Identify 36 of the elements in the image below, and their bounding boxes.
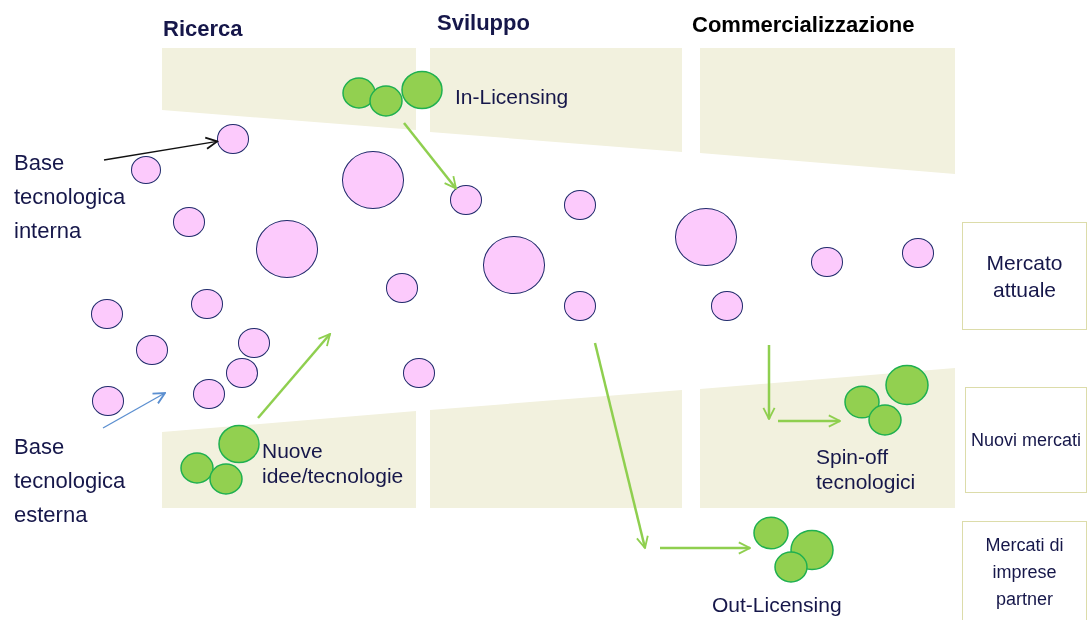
bubble: [711, 291, 743, 321]
bubble: [403, 358, 435, 388]
bubble: [173, 207, 205, 237]
bubble: [136, 335, 168, 365]
bubble: [226, 358, 258, 388]
bubble: [131, 156, 161, 184]
bubble: [191, 289, 223, 319]
arrow: [102, 392, 166, 429]
bubble: [92, 386, 124, 416]
arrow: [103, 136, 219, 161]
bubble: [238, 328, 270, 358]
market-box: Mercato attuale: [962, 222, 1087, 330]
side-label: Base tecnologica interna: [14, 146, 132, 248]
node-label: Spin-off tecnologici: [816, 444, 917, 494]
bubble: [91, 299, 123, 329]
stage-heading: Sviluppo: [437, 10, 530, 36]
arrow: [403, 122, 457, 190]
bubble: [450, 185, 482, 215]
node-label: Out-Licensing: [712, 592, 843, 617]
bubble: [902, 238, 934, 268]
arrow: [593, 342, 751, 555]
stage-heading: Commercializzazione: [692, 12, 915, 38]
bubble: [564, 291, 596, 321]
bubble: [217, 124, 249, 154]
node-label: In-Licensing: [455, 84, 570, 109]
arrow: [762, 345, 841, 428]
node-label: Nuove idee/tecnologie: [262, 438, 405, 488]
bubble: [386, 273, 418, 303]
market-box: Mercati di imprese partner: [962, 521, 1087, 620]
stage-heading: Ricerca: [163, 16, 243, 42]
market-box: Nuovi mercati: [965, 387, 1087, 493]
bubble: [564, 190, 596, 220]
arrow: [257, 333, 331, 419]
bubble: [193, 379, 225, 409]
bubble: [811, 247, 843, 277]
side-label: Base tecnologica esterna: [14, 430, 132, 532]
